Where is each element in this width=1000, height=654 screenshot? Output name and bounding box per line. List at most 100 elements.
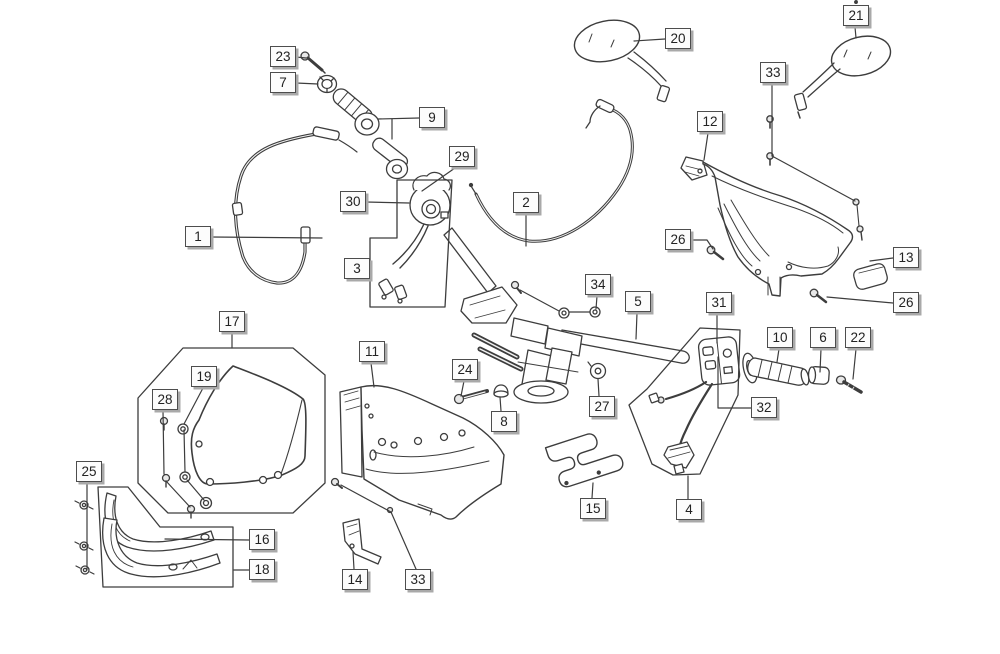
- callout-17[interactable]: 17: [219, 311, 245, 332]
- part-transmission-cable: [468, 98, 634, 243]
- callout-18[interactable]: 18: [249, 559, 275, 580]
- part-bolt-24: [453, 389, 489, 405]
- callout-10[interactable]: 10: [767, 327, 793, 348]
- leader-line-11: [370, 362, 375, 388]
- part-screws-33-bottom: [330, 477, 394, 514]
- leader-line-13: [869, 257, 894, 262]
- callout-15[interactable]: 15: [580, 498, 606, 519]
- leader-line-28: [162, 410, 165, 475]
- leader-line-34: [595, 295, 598, 310]
- callout-4[interactable]: 4: [676, 499, 702, 520]
- leader-line-33a: [771, 155, 856, 202]
- callout-16[interactable]: 16: [249, 529, 275, 550]
- callout-11[interactable]: 11: [359, 341, 385, 362]
- leader-line-19: [183, 387, 204, 425]
- leader-line-33b: [340, 484, 392, 513]
- part-cap-nut-8: [493, 384, 509, 398]
- callout-22[interactable]: 22: [845, 327, 871, 348]
- leader-line-12: [703, 132, 709, 161]
- callout-23[interactable]: 23: [270, 46, 296, 67]
- part-screw-26-right: [809, 288, 828, 304]
- leader-line-22: [852, 348, 857, 380]
- part-handlebar: [443, 227, 690, 404]
- outline-group-4: [628, 327, 741, 476]
- part-windshield: [190, 365, 307, 487]
- leader-line-19: [183, 429, 186, 473]
- leader-line-15: [591, 482, 594, 499]
- part-clip-13: [853, 263, 888, 290]
- leader-line-24: [460, 380, 465, 397]
- part-throttle-housing: [409, 171, 451, 226]
- part-fasteners-25: [74, 500, 95, 575]
- leader-line-32: [717, 356, 752, 409]
- callout-19[interactable]: 19: [191, 366, 217, 387]
- part-mirror-left: [573, 19, 671, 103]
- part-front-cover: [339, 384, 505, 520]
- callout-26b[interactable]: 26: [893, 292, 919, 313]
- callout-33a[interactable]: 33: [760, 62, 786, 83]
- callout-14[interactable]: 14: [342, 569, 368, 590]
- callout-5[interactable]: 5: [625, 291, 651, 312]
- callout-21[interactable]: 21: [843, 5, 869, 26]
- callout-7[interactable]: 7: [270, 72, 296, 93]
- callout-8[interactable]: 8: [491, 411, 517, 432]
- callout-29[interactable]: 29: [449, 146, 475, 167]
- outline-group-16-18: [97, 486, 234, 588]
- callout-9[interactable]: 9: [419, 107, 445, 128]
- part-screw-22: [835, 375, 863, 394]
- callout-32[interactable]: 32: [751, 397, 777, 418]
- leader-line-19: [186, 479, 205, 501]
- leader-line-33b: [390, 511, 417, 570]
- leader-line-23: [295, 56, 307, 59]
- leader-line-34: [519, 289, 560, 312]
- callout-3[interactable]: 3: [344, 258, 370, 279]
- part-ring-nut-7: [316, 74, 338, 94]
- callout-12[interactable]: 12: [697, 111, 723, 132]
- callout-13[interactable]: 13: [893, 247, 919, 268]
- leader-line-8: [499, 396, 502, 412]
- leader-line-1: [210, 236, 323, 239]
- leader-line-9: [377, 117, 420, 120]
- leader-line-16: [164, 538, 250, 541]
- leader-line-26b: [826, 296, 894, 304]
- leader-line-10: [776, 348, 780, 363]
- callout-20[interactable]: 20: [665, 28, 691, 49]
- part-fasteners-34: [510, 280, 601, 319]
- part-grip-left-9: [332, 88, 409, 180]
- leader-line-26a: [690, 239, 714, 250]
- leader-line-7: [295, 82, 319, 85]
- callout-34[interactable]: 34: [585, 274, 611, 295]
- part-bracket-14: [342, 518, 382, 565]
- callout-24[interactable]: 24: [452, 359, 478, 380]
- part-grommets-19: [177, 423, 213, 510]
- callout-2[interactable]: 2: [513, 192, 539, 213]
- callout-26a[interactable]: 26: [665, 229, 691, 250]
- leader-line-20: [633, 38, 666, 42]
- outline-group-17: [137, 347, 326, 514]
- leader-line-14: [352, 551, 355, 570]
- leader-line-30: [365, 201, 410, 204]
- leader-lines-layer: [86, 26, 894, 588]
- callout-25[interactable]: 25: [76, 461, 102, 482]
- callout-1[interactable]: 1: [185, 226, 211, 247]
- callout-33b[interactable]: 33: [405, 569, 431, 590]
- part-throttle-cable: [231, 126, 358, 285]
- part-wiring-4: [648, 380, 714, 475]
- leader-line-27: [597, 378, 600, 397]
- callout-27[interactable]: 27: [589, 396, 615, 417]
- callout-30[interactable]: 30: [340, 191, 366, 212]
- part-rear-cover: [680, 156, 854, 297]
- part-pad-15: [544, 433, 624, 488]
- leader-line-28: [165, 480, 191, 508]
- callout-28[interactable]: 28: [152, 389, 178, 410]
- callout-6[interactable]: 6: [810, 327, 836, 348]
- part-mirror-right: [793, 0, 892, 119]
- leader-line-6: [819, 348, 822, 373]
- callout-31[interactable]: 31: [706, 292, 732, 313]
- leader-line-5: [635, 312, 638, 340]
- part-grip-right-10: [742, 352, 810, 386]
- part-throttle-wiring-3: [378, 223, 429, 304]
